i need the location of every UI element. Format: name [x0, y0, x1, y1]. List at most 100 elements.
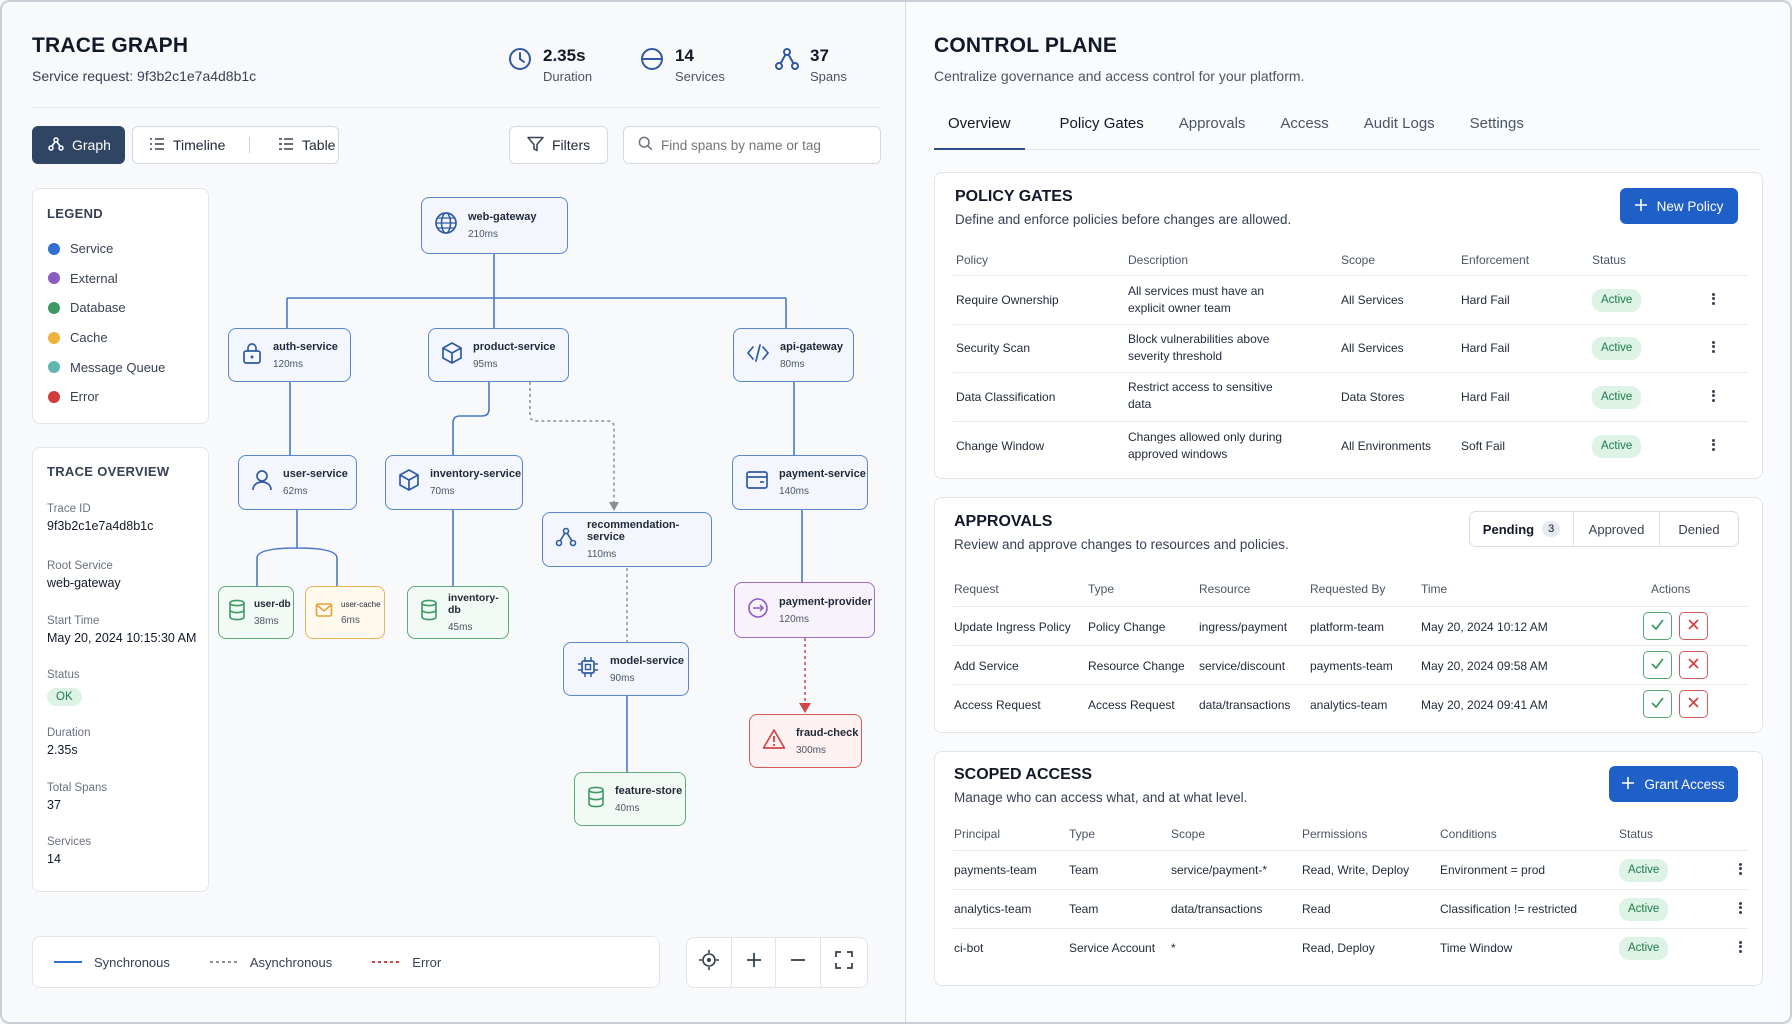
- view-table-button[interactable]: Table: [258, 127, 335, 163]
- tab-policy-gates[interactable]: Policy Gates: [1059, 115, 1144, 132]
- approve-button[interactable]: [1643, 612, 1672, 640]
- user-icon: [251, 468, 273, 497]
- status-badge: Active: [1619, 937, 1669, 960]
- approve-button[interactable]: [1643, 690, 1672, 718]
- status-badge: Active: [1592, 435, 1642, 458]
- deny-button[interactable]: [1679, 690, 1708, 718]
- table-row[interactable]: Data Classification Restrict access to s…: [953, 372, 1748, 421]
- table-row[interactable]: payments-team Team service/payment-* Rea…: [953, 850, 1748, 889]
- grant-access-button[interactable]: Grant Access: [1609, 766, 1738, 802]
- tab-audit-logs[interactable]: Audit Logs: [1363, 115, 1435, 132]
- zoom-in-button[interactable]: [732, 938, 776, 987]
- row-menu-icon[interactable]: [1739, 900, 1743, 915]
- service-dot-icon: [48, 242, 60, 255]
- approvals-card: APPROVALS Review and approve changes to …: [934, 497, 1763, 733]
- col-time: Time: [1421, 582, 1448, 596]
- row-menu-icon[interactable]: [1712, 437, 1716, 452]
- col-status: Status: [1592, 253, 1627, 267]
- table-row[interactable]: analytics-team Team data/transactions Re…: [953, 889, 1748, 928]
- graph-icon: [48, 136, 64, 155]
- timeline-icon: [149, 137, 165, 154]
- new-policy-button[interactable]: New Policy: [1620, 188, 1738, 224]
- table-row[interactable]: Require Ownership All services must have…: [953, 275, 1748, 324]
- table-row[interactable]: Security Scan Block vulnerabilities abov…: [953, 324, 1748, 372]
- trace-overview-title: TRACE OVERVIEW: [47, 464, 170, 479]
- tab-settings[interactable]: Settings: [1469, 115, 1524, 132]
- line-legend-sync: Synchronous: [54, 954, 170, 970]
- fullscreen-button[interactable]: [821, 938, 867, 987]
- view-graph-button[interactable]: Graph: [32, 126, 125, 164]
- col-requested-by: Requested By: [1310, 582, 1386, 596]
- span-search-input[interactable]: [661, 137, 861, 153]
- filter-denied[interactable]: Denied: [1678, 521, 1720, 537]
- row-menu-icon[interactable]: [1712, 291, 1716, 306]
- trace-graph-panel: TRACE GRAPH Service request: 9f3b2c1e7a4…: [2, 2, 906, 1022]
- table-row[interactable]: Update Ingress Policy Policy Change ingr…: [953, 606, 1748, 645]
- tab-overview[interactable]: Overview: [934, 112, 1025, 150]
- recenter-button[interactable]: [687, 938, 732, 987]
- table-row[interactable]: Access Request Access Request data/trans…: [953, 684, 1748, 723]
- table-row[interactable]: Change Window Changes allowed only durin…: [953, 421, 1748, 470]
- approve-button[interactable]: [1643, 651, 1672, 679]
- queue-dot-icon: [48, 361, 60, 374]
- filter-approved[interactable]: Approved: [1574, 512, 1660, 546]
- col-conditions: Conditions: [1440, 827, 1497, 841]
- network-icon: [555, 526, 577, 553]
- status-badge: Active: [1619, 898, 1669, 921]
- view-timeline-button[interactable]: Timeline: [133, 127, 241, 163]
- legend-item-error: Error: [48, 382, 165, 412]
- tab-access[interactable]: Access: [1280, 115, 1329, 132]
- deny-button[interactable]: [1679, 612, 1708, 640]
- legend-item-service: Service: [48, 234, 165, 264]
- col-scope: Scope: [1171, 827, 1206, 841]
- minus-icon: [790, 952, 806, 973]
- filter-pending[interactable]: Pending 3: [1470, 512, 1574, 546]
- approval-filter: Pending 3 Approved Denied: [1469, 511, 1739, 547]
- span-search-box[interactable]: [623, 126, 881, 164]
- line-legend-async: Asynchronous: [209, 954, 333, 970]
- control-plane-subtitle: Centralize governance and access control…: [934, 68, 1305, 84]
- col-resource: Resource: [1199, 582, 1251, 596]
- col-policy: Policy: [956, 253, 989, 267]
- row-menu-icon[interactable]: [1739, 939, 1743, 954]
- tab-approvals[interactable]: Approvals: [1178, 115, 1246, 132]
- external-dot-icon: [48, 272, 60, 285]
- control-plane-title: CONTROL PLANE: [934, 34, 1118, 57]
- row-menu-icon[interactable]: [1712, 339, 1716, 354]
- database-icon: [587, 786, 605, 813]
- row-menu-icon[interactable]: [1712, 388, 1716, 403]
- status-badge: OK: [47, 688, 82, 706]
- database-dot-icon: [48, 301, 60, 314]
- zoom-out-button[interactable]: [776, 938, 821, 987]
- trace-graph-title: TRACE GRAPH: [32, 34, 189, 57]
- filters-button[interactable]: Filters: [509, 126, 608, 164]
- row-menu-icon[interactable]: [1739, 861, 1743, 876]
- table-row[interactable]: Add Service Resource Change service/disc…: [953, 645, 1748, 684]
- table-row[interactable]: ci-bot Service Account * Read, Deploy Ti…: [953, 928, 1748, 967]
- database-icon: [420, 599, 438, 626]
- check-icon: [1651, 695, 1664, 713]
- box-icon: [398, 468, 420, 497]
- edge-user-stores: [256, 510, 338, 586]
- deny-button[interactable]: [1679, 651, 1708, 679]
